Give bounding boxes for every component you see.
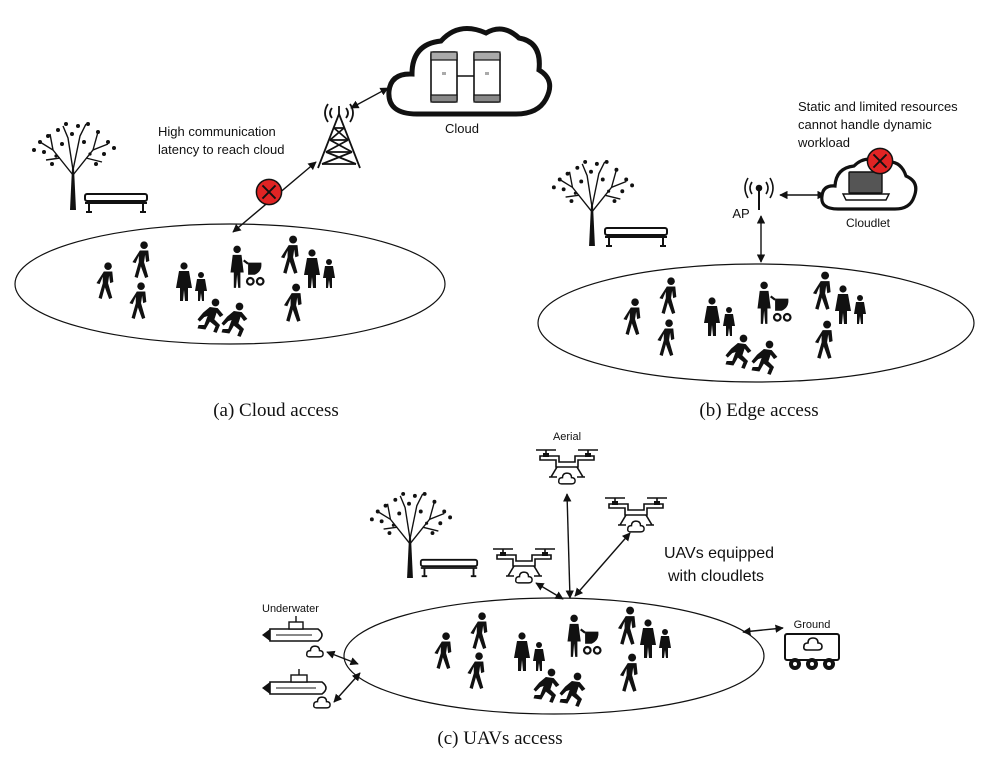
caption-b: (b) Edge access	[699, 400, 818, 421]
connection-arrow	[350, 87, 389, 109]
error-x-icon	[866, 147, 894, 175]
crowd-area	[537, 263, 975, 383]
latency-note-line2: latency to reach cloud	[158, 142, 284, 157]
laptop-icon	[841, 171, 891, 201]
tree-icon	[551, 159, 635, 247]
pedestrian-icon	[815, 320, 833, 359]
drone-icon	[493, 549, 555, 583]
connection-arrow	[574, 532, 631, 597]
ap-label: AP	[732, 206, 749, 221]
ground-label: Ground	[794, 619, 831, 631]
pedestrian-icon	[725, 334, 752, 369]
connection-arrow	[742, 624, 784, 636]
resources-note-line3: workload	[797, 135, 850, 150]
aerial-label: Aerial	[553, 431, 581, 443]
bench-icon	[419, 558, 479, 578]
cloud-label: Cloud	[445, 121, 479, 136]
bench-icon	[84, 193, 148, 213]
pedestrian-icon	[657, 319, 675, 356]
panel-edge-access: AP Cloudlet Static and limited resources…	[537, 99, 975, 421]
server-icon	[473, 51, 501, 103]
tree-icon	[369, 491, 453, 579]
cloud-icon	[386, 26, 553, 117]
crowd-people	[434, 606, 671, 707]
submarine-icon	[262, 616, 324, 658]
resources-note-line1: Static and limited resources	[798, 99, 958, 114]
pedestrian-icon	[467, 652, 485, 689]
drone-icon	[536, 450, 598, 484]
connection-arrow	[326, 650, 359, 666]
pedestrian-icon	[618, 606, 636, 645]
caption-a: (a) Cloud access	[213, 400, 339, 421]
resources-note-line2: cannot handle dynamic	[798, 117, 932, 132]
cloudlet-label: Cloudlet	[846, 216, 891, 230]
caption-c: (c) UAVs access	[437, 728, 562, 749]
error-x-icon	[255, 178, 283, 206]
connection-arrow	[535, 582, 564, 600]
bench-icon	[604, 227, 668, 247]
connection-arrow	[563, 493, 574, 599]
pedestrian-icon	[470, 612, 488, 649]
pedestrian-icon	[221, 302, 248, 337]
pedestrian-icon	[533, 668, 560, 703]
uav-note-line2: with cloudlets	[667, 568, 764, 585]
cloudlet	[820, 147, 918, 211]
panel-uav-access: Aerial UAVs equipped with cloudlets Unde…	[262, 431, 840, 749]
pedestrian-icon	[640, 619, 671, 658]
pedestrian-icon	[197, 298, 224, 333]
pedestrian-icon	[813, 271, 831, 310]
pedestrian-icon	[623, 298, 641, 335]
connection-arrow	[333, 672, 361, 703]
underwater-label: Underwater	[262, 603, 319, 615]
pedestrian-icon	[756, 281, 792, 325]
cloud-icon	[313, 696, 331, 709]
uav-note-line1: UAVs equipped	[664, 545, 774, 562]
pedestrian-icon	[96, 262, 114, 299]
pedestrian-icon	[304, 249, 335, 288]
pedestrian-icon	[176, 262, 207, 301]
pedestrian-icon	[132, 241, 150, 278]
crowd-people	[96, 235, 335, 337]
cloud-icon	[306, 645, 324, 658]
tree-icon	[31, 121, 117, 211]
pedestrian-icon	[659, 277, 677, 314]
pedestrian-icon	[566, 614, 602, 658]
pedestrian-icon	[434, 632, 452, 669]
server-icon	[430, 51, 458, 103]
pedestrian-icon	[281, 235, 299, 274]
cell-tower-icon	[317, 103, 361, 169]
crowd-area	[14, 223, 446, 345]
submarine-icon	[262, 669, 331, 709]
pedestrian-icon	[514, 632, 545, 671]
pedestrian-icon	[284, 283, 302, 322]
pedestrian-icon	[751, 340, 778, 375]
wifi-ap-icon	[744, 177, 774, 210]
crowd-people	[623, 271, 866, 375]
pedestrian-icon	[620, 653, 638, 692]
pedestrian-icon	[129, 282, 147, 319]
pedestrian-icon	[559, 672, 586, 707]
pedestrian-icon	[835, 285, 866, 324]
ground-robot-icon	[784, 633, 840, 670]
panel-cloud-access: Cloud High communication latency to reac…	[14, 26, 553, 421]
drone-icon	[605, 498, 667, 532]
latency-note-line1: High communication	[158, 124, 276, 139]
pedestrian-icon	[229, 245, 265, 289]
pedestrian-icon	[704, 297, 735, 336]
